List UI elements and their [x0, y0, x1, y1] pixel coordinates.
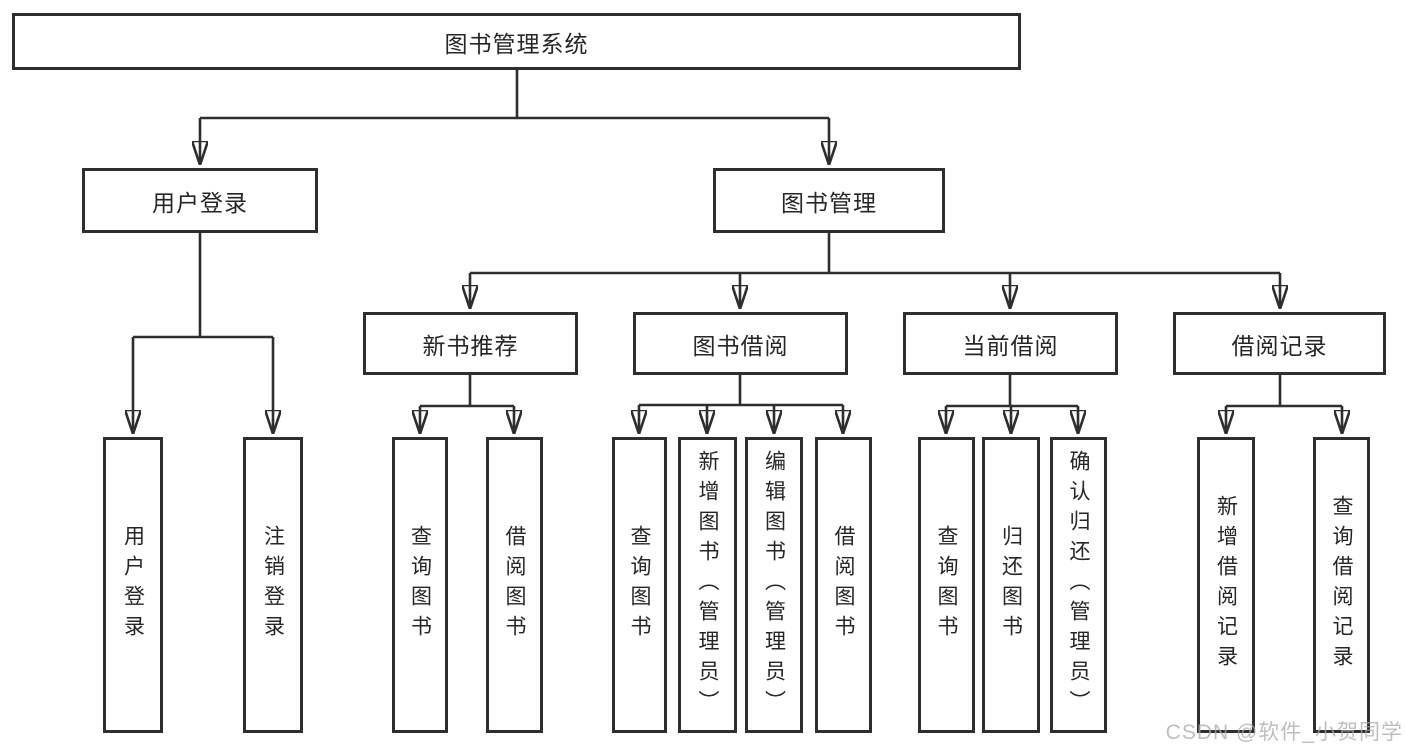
leaf-query-books-recommend: 查询图书	[392, 437, 448, 733]
leaf-return-books-label: 归还图书	[999, 525, 1023, 645]
leaf-query-borrow-record: 查询借阅记录	[1313, 437, 1370, 733]
leaf-borrow-books: 借阅图书	[815, 437, 872, 733]
connector-new-books-to-leaves	[420, 375, 514, 434]
leaf-query-books-borrow: 查询图书	[612, 437, 667, 733]
leaf-query-borrow-record-label: 查询借阅记录	[1330, 495, 1353, 675]
node-book-management-label: 图书管理	[781, 189, 877, 216]
node-user-login: 用户登录	[82, 168, 318, 233]
leaf-edit-books-admin-label: 编辑图书（管理员）	[762, 450, 786, 720]
leaf-return-books: 归还图书	[982, 437, 1040, 733]
node-borrowing-records: 借阅记录	[1173, 312, 1386, 375]
node-book-management: 图书管理	[713, 168, 945, 233]
node-new-book-recommend-label: 新书推荐	[422, 332, 519, 359]
leaf-edit-books-admin: 编辑图书（管理员）	[745, 437, 803, 733]
node-current-borrowing-label: 当前借阅	[962, 332, 1059, 359]
leaf-logout: 注销登录	[243, 437, 303, 733]
node-current-borrowing: 当前借阅	[903, 312, 1118, 375]
leaf-add-books-admin-label: 新增图书（管理员）	[696, 450, 719, 720]
node-user-login-label: 用户登录	[152, 189, 248, 216]
connector-user-login-to-leaves	[133, 233, 273, 434]
leaf-user-login-label: 用户登录	[121, 525, 145, 645]
leaf-add-borrow-record: 新增借阅记录	[1197, 437, 1255, 733]
leaf-user-login: 用户登录	[103, 437, 163, 733]
leaf-confirm-return-admin: 确认归还（管理员）	[1050, 437, 1107, 733]
node-book-borrowing: 图书借阅	[633, 312, 848, 375]
leaf-query-books-recommend-label: 查询图书	[408, 525, 432, 645]
leaf-borrow-books-recommend-label: 借阅图书	[503, 525, 526, 645]
node-library-management-system-label: 图书管理系统	[444, 30, 589, 57]
node-library-management-system: 图书管理系统	[12, 13, 1021, 70]
connector-root-to-level2	[200, 69, 829, 165]
leaf-borrow-books-recommend: 借阅图书	[486, 437, 543, 733]
node-book-borrowing-label: 图书借阅	[692, 332, 789, 359]
leaf-query-books-borrow-label: 查询图书	[628, 525, 651, 645]
leaf-add-borrow-record-label: 新增借阅记录	[1214, 495, 1238, 675]
node-new-book-recommend: 新书推荐	[363, 312, 578, 375]
node-borrowing-records-label: 借阅记录	[1231, 332, 1328, 359]
leaf-add-books-admin: 新增图书（管理员）	[678, 437, 737, 733]
connector-book-borrow-to-leaves	[639, 375, 843, 434]
connector-book-mgmt-to-level3	[470, 233, 1280, 309]
leaf-query-books-current: 查询图书	[918, 437, 975, 733]
leaf-confirm-return-admin-label: 确认归还（管理员）	[1067, 450, 1090, 720]
leaf-borrow-books-label: 借阅图书	[832, 525, 855, 645]
connector-borrow-records-to-leaves	[1226, 375, 1342, 434]
leaf-logout-label: 注销登录	[261, 525, 285, 645]
leaf-query-books-current-label: 查询图书	[935, 525, 958, 645]
connector-current-borrow-to-leaves	[946, 375, 1078, 434]
